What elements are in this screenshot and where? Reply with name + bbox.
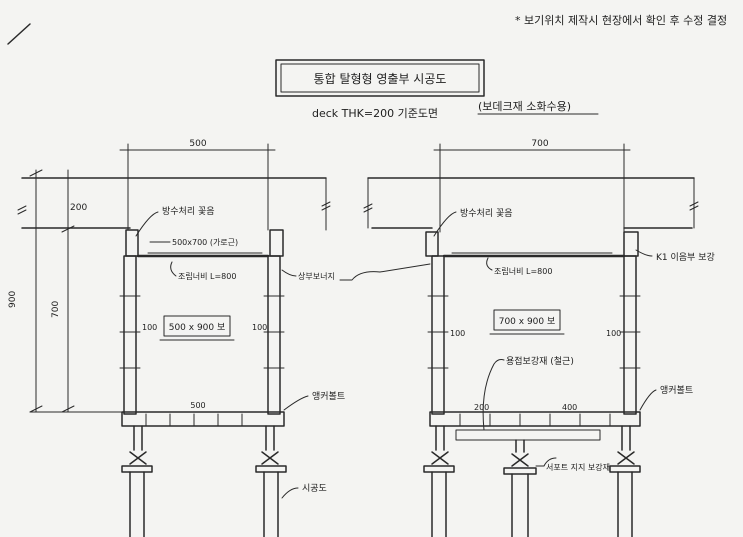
right-bottom-beam-ribs [459, 413, 611, 427]
left-dim-slab: 200 [70, 203, 87, 213]
left-callout-finish-leader [135, 211, 159, 237]
right-label-anchor: 앵커볼트 [660, 385, 693, 396]
right-callout-stiffener-leader [486, 257, 493, 271]
right-label-finish: 방수처리 꽃음 [460, 207, 513, 219]
shared-connector-leader [339, 263, 431, 281]
right-panel-caps [425, 231, 639, 257]
title-box-inner [280, 63, 480, 93]
left-callout-anchor-leader [283, 395, 309, 411]
right-opening-label: 700 x 900 보 [499, 316, 556, 327]
right-post-right [609, 425, 641, 537]
right-panel-bolts [427, 295, 641, 369]
right-dim-bottom-b: 400 [562, 403, 577, 412]
right-label-side-bar: K1 이음부 보강 [656, 252, 715, 263]
left-dim-overall-line [29, 169, 43, 413]
left-label-top-bar: 500x700 (가로근) [172, 238, 238, 247]
left-post-right [255, 425, 287, 537]
left-label-side-bar: 상부보너지 [298, 271, 335, 281]
shared-label-pipe: 시공도 [302, 483, 327, 494]
right-label-stiffener: 조립너비 L=800 [494, 266, 552, 276]
left-label-anchor: 앵커볼트 [312, 391, 345, 402]
right-lower-rebar [455, 429, 601, 441]
left-panel-bolts [119, 295, 285, 369]
drawing-subtitle-paren: (보데크재 소화수용) [478, 100, 571, 113]
left-dim-inner: 700 [51, 301, 61, 318]
left-pitch-right: 100 [252, 323, 267, 332]
left-dim-overall: 900 [8, 291, 18, 308]
left-opening-box [163, 315, 231, 337]
right-detail: 700 100 100 700 x 900 보 200 400 [363, 139, 715, 537]
left-opening-label: 500 x 900 보 [169, 322, 226, 333]
right-callout-rebar-leader [482, 359, 505, 431]
right-dim-bottom-a: 200 [474, 403, 489, 412]
corner-mark [7, 23, 31, 45]
right-panel-right [623, 255, 637, 415]
left-panel-right [267, 255, 281, 415]
left-bottom-beam-ribs [145, 413, 243, 427]
right-label-lower-rebar: 용접보강재 (철근) [506, 355, 574, 367]
left-dim-bottom: 500 [190, 401, 205, 410]
right-dim-top: 700 [531, 139, 548, 149]
left-label-stiffener: 조립너비 L=800 [178, 271, 236, 281]
title-box [275, 59, 485, 97]
right-bottom-beam [429, 411, 641, 427]
left-callout-sidebar-leader [281, 269, 297, 277]
right-post-left [423, 425, 455, 537]
left-label-finish: 방수처리 꽃음 [162, 205, 215, 217]
right-break-marks [363, 201, 699, 213]
left-bottom-beam [121, 411, 285, 427]
drawing-subtitle: deck THK=200 기준도면 [312, 107, 438, 120]
right-opening-box [493, 309, 561, 331]
left-dim-top-line [119, 143, 276, 231]
left-dim-inner-line [29, 169, 131, 413]
right-pitch-left: 100 [450, 329, 465, 338]
drawing-title: 통합 탈형형 영출부 시공도 [314, 72, 447, 86]
header-note: * 보기위치 제작시 현장에서 확인 후 수정 결정 [515, 14, 727, 27]
left-break-mark-right [321, 201, 331, 211]
right-slab-edges [367, 177, 695, 229]
left-detail: 500 900 700 200 100 100 500 x 900 보 500 [8, 139, 431, 537]
left-callout-stiffener-leader [170, 261, 177, 277]
left-callout-pipe-leader [281, 487, 299, 499]
left-dim-top: 500 [189, 139, 206, 149]
left-pitch-left: 100 [142, 323, 157, 332]
right-pitch-right: 100 [606, 329, 621, 338]
left-post-left [121, 425, 153, 537]
right-panel-left [431, 255, 445, 415]
right-label-support: 서포트 지지 보강재 [546, 462, 610, 472]
right-callout-finish-leader [433, 211, 457, 237]
right-callout-sidebar-leader [635, 249, 653, 257]
left-break-mark [17, 205, 27, 215]
right-callout-anchor-leader [639, 389, 657, 411]
right-dim-top-line [433, 143, 631, 233]
right-post-center [503, 439, 537, 537]
left-panel-left [123, 255, 137, 415]
right-callout-support-leader [535, 457, 557, 467]
